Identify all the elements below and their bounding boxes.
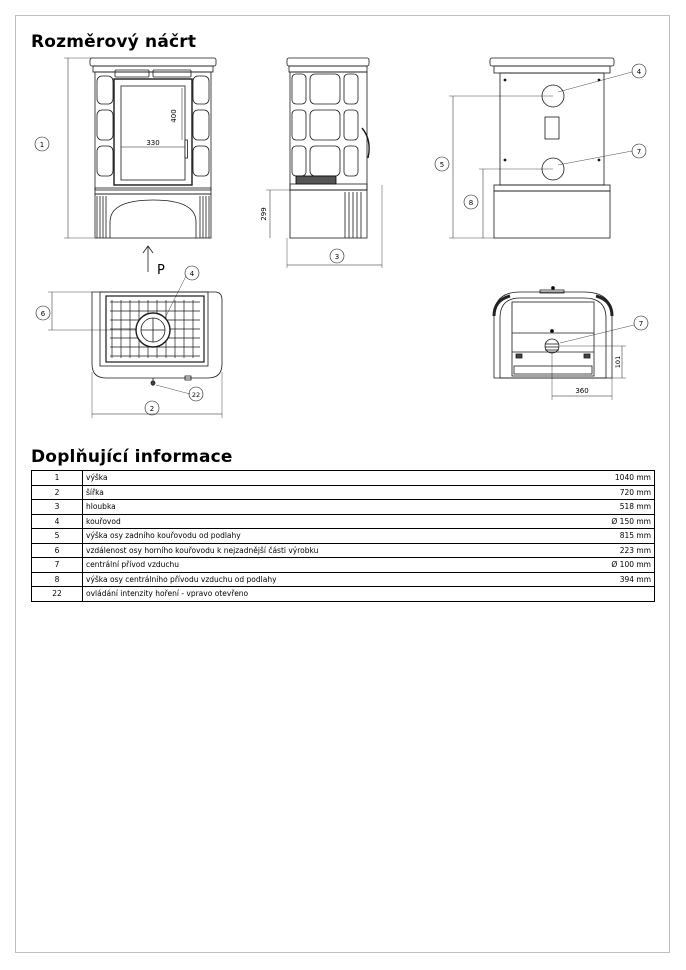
- callout-2: 2: [150, 405, 154, 413]
- pedestal-height-label: 299: [260, 207, 268, 220]
- direction-label: P: [157, 263, 165, 278]
- table-cell-desc: centrální přívod vzduchu: [81, 557, 562, 573]
- callout-8: 8: [469, 199, 473, 207]
- front-view: [64, 57, 217, 239]
- table-cell-val: Ø 100 mm: [561, 557, 655, 573]
- callout-4-back: 4: [637, 68, 642, 76]
- table-cell-num: 5: [31, 528, 83, 544]
- top-view: [48, 275, 223, 418]
- table-cell-desc: vzdálenost osy horního kouřovodu k nejza…: [81, 542, 562, 558]
- table-cell-val: 720 mm: [561, 484, 655, 500]
- bottom-view: [492, 286, 635, 400]
- table-cell-num: 3: [31, 499, 83, 515]
- door-height-label: 400: [170, 109, 178, 122]
- air-offset-label: 101: [614, 356, 622, 368]
- table-cell-val: 518 mm: [561, 499, 655, 515]
- table-cell-num: 6: [31, 542, 83, 558]
- back-view: [449, 57, 633, 239]
- callout-5: 5: [440, 161, 444, 169]
- dimension-drawing: 330 400 1 P: [34, 57, 649, 418]
- callout-7-back: 7: [637, 148, 641, 156]
- table-cell-desc: výška osy zadního kouřovodu od podlahy: [81, 528, 562, 544]
- table-cell-val: 1040 mm: [561, 470, 655, 486]
- table-cell-val: 394 mm: [561, 571, 655, 587]
- table-cell-desc: ovládání intenzity hoření - vpravo otevř…: [81, 586, 562, 602]
- callout-4-top: 4: [190, 270, 195, 278]
- callout-1: 1: [40, 141, 44, 149]
- table-cell-desc: výška: [81, 470, 562, 486]
- table-cell-num: 22: [31, 586, 83, 602]
- table-cell-num: 1: [31, 470, 83, 486]
- table-cell-num: 8: [31, 571, 83, 587]
- side-view: [266, 57, 383, 268]
- table-cell-desc: kouřovod: [81, 513, 562, 529]
- table-cell-val: [561, 586, 655, 602]
- table-cell-desc: šířka: [81, 484, 562, 500]
- table-cell-num: 4: [31, 513, 83, 529]
- table-cell-val: Ø 150 mm: [561, 513, 655, 529]
- section-title-sketch: Rozměrový náčrt: [31, 32, 197, 52]
- door-width-label: 330: [146, 139, 159, 147]
- section-title-info: Doplňující informace: [31, 447, 233, 467]
- callout-22: 22: [192, 391, 200, 399]
- table-cell-desc: výška osy centrálního přívodu vzduchu od…: [81, 571, 562, 587]
- callout-6: 6: [41, 310, 46, 318]
- table-cell-num: 7: [31, 557, 83, 573]
- table-cell-num: 2: [31, 484, 83, 500]
- callout-7-bottom: 7: [639, 320, 643, 328]
- table-cell-val: 223 mm: [561, 542, 655, 558]
- table-cell-desc: hloubka: [81, 499, 562, 515]
- callout-3: 3: [335, 253, 339, 261]
- page-frame: [15, 15, 670, 953]
- air-width-label: 360: [575, 387, 588, 395]
- table-cell-val: 815 mm: [561, 528, 655, 544]
